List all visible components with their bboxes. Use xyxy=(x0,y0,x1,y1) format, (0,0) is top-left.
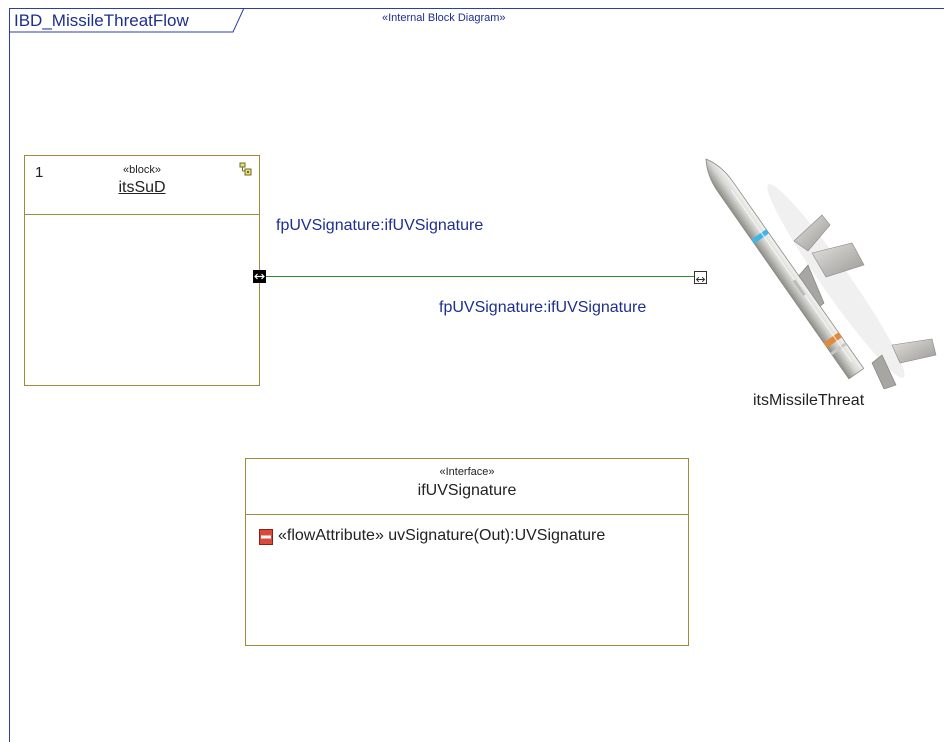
frame-border-left xyxy=(9,8,10,742)
flow-port-source[interactable] xyxy=(253,270,266,283)
interface-name[interactable]: ifUVSignature xyxy=(246,482,688,500)
part-icon xyxy=(239,162,253,178)
interface-stereotype: «Interface» xyxy=(246,466,688,478)
target-port-label: fpUVSignature:ifUVSignature xyxy=(439,299,646,317)
bidirectional-arrow-icon xyxy=(253,270,266,283)
block-header: 1 «block» itsSuD xyxy=(25,156,259,215)
missile-image[interactable] xyxy=(696,153,941,389)
frame-title: IBD_MissileThreatFlow xyxy=(14,11,189,31)
missile-name: itsMissileThreat xyxy=(753,392,864,410)
block-name[interactable]: itsSuD xyxy=(25,179,259,197)
flow-attribute-icon xyxy=(259,529,273,545)
diagram-stereotype: «Internal Block Diagram» xyxy=(382,12,506,24)
flow-attribute-text: «flowAttribute» uvSignature(Out):UVSigna… xyxy=(278,527,605,545)
source-port-label: fpUVSignature:ifUVSignature xyxy=(276,217,483,235)
block-stereotype: «block» xyxy=(25,164,259,176)
block-itssud[interactable]: 1 «block» itsSuD xyxy=(24,155,260,386)
interface-block[interactable]: «Interface» ifUVSignature «flowAttribute… xyxy=(245,458,689,646)
interface-header: «Interface» ifUVSignature xyxy=(246,459,688,515)
connector-line[interactable] xyxy=(266,276,695,277)
